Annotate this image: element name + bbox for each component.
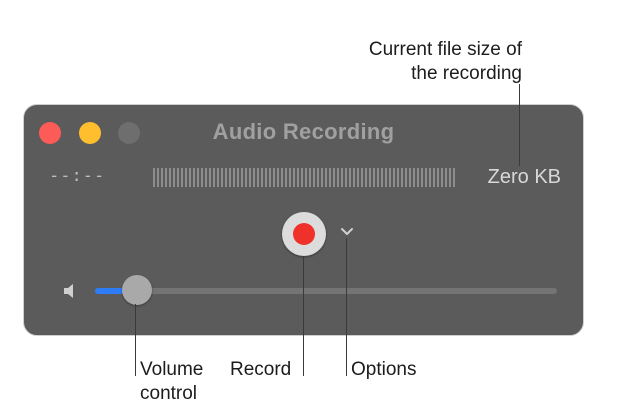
speaker-icon	[64, 284, 73, 298]
callout-options: Options	[351, 359, 417, 380]
close-button[interactable]	[39, 122, 61, 144]
chevron-down-icon[interactable]	[339, 224, 355, 238]
leader-options	[346, 238, 347, 376]
audio-level-meter	[153, 168, 457, 187]
file-size-label: Zero KB	[487, 166, 561, 188]
callout-record: Record	[230, 359, 292, 380]
record-button[interactable]	[282, 212, 326, 256]
leader-volume	[135, 304, 136, 376]
leader-file-size	[519, 84, 520, 166]
callout-file-size: Current file size of the recording	[302, 38, 522, 86]
callout-volume-control: Volume control	[140, 358, 203, 406]
record-icon	[293, 223, 315, 245]
minimize-button[interactable]	[79, 122, 101, 144]
volume-slider-fill	[95, 288, 137, 294]
callout-file-size-line1: Current file size of	[368, 39, 522, 60]
zoom-button	[118, 122, 140, 144]
volume-slider[interactable]	[95, 275, 557, 305]
callout-volume-line1: Volume	[140, 359, 204, 380]
window-title: Audio Recording	[212, 119, 395, 144]
callout-file-size-line2: the recording	[411, 63, 522, 84]
volume-slider-knob[interactable]	[121, 275, 152, 305]
callout-volume-line2: control	[140, 383, 198, 404]
elapsed-time: --:--	[49, 166, 106, 186]
leader-record	[303, 256, 304, 376]
